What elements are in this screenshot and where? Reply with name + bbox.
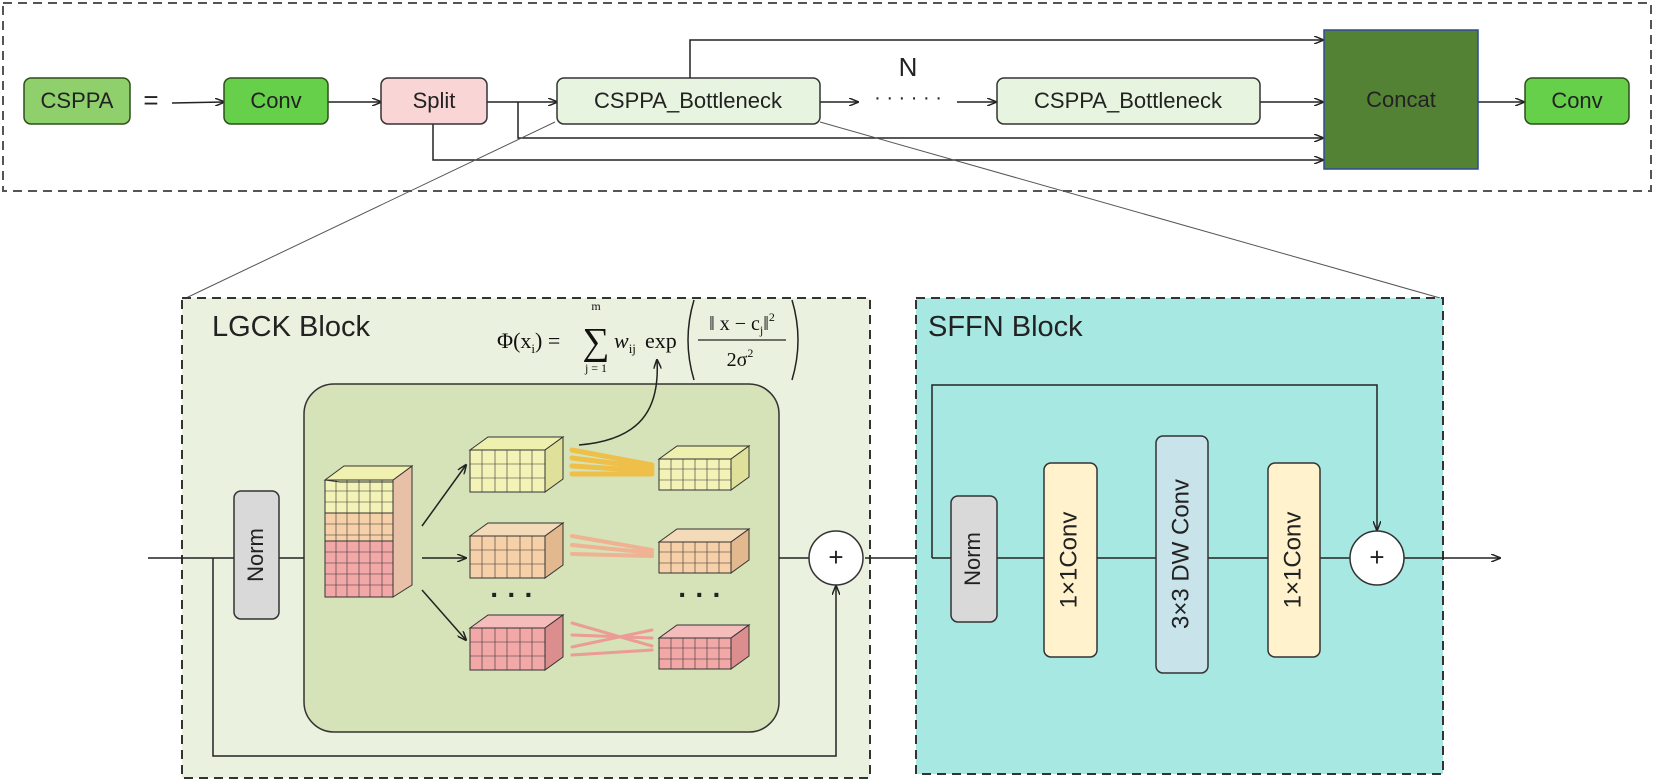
sffn-block-title: SFFN Block <box>928 311 1083 343</box>
kernel-to-formula-arrow <box>578 360 657 446</box>
branch-cube-top-left <box>468 436 565 493</box>
split-box <box>380 77 488 125</box>
formula-sum-top: m <box>591 299 601 313</box>
dwconv-box <box>1155 435 1209 674</box>
formula-weight: wij <box>614 328 636 356</box>
arrow-equals-to-conv <box>171 102 224 103</box>
formula-numerator: ‖ x − cj‖2 <box>709 310 775 337</box>
lgck-connectors <box>148 360 945 757</box>
dwconv-text: 3×3 DW Conv <box>1167 479 1194 629</box>
conv-in-box <box>223 77 329 125</box>
formula-paren-left <box>687 299 695 381</box>
sffn-norm-node: Norm <box>950 495 998 623</box>
cube-top-cap <box>323 465 414 481</box>
cspa-label-node: CSPPA <box>23 77 131 125</box>
sffn-residual-path <box>931 384 1377 558</box>
lgck-add-symbol: + <box>828 542 843 572</box>
concat-text: Concat <box>1366 87 1436 112</box>
cube-to-top-arrow <box>421 465 466 527</box>
sffn-norm-text: Norm <box>960 532 985 586</box>
conv-out-box <box>1524 77 1630 125</box>
bottleneck-first-text: CSPPA_Bottleneck <box>594 88 783 113</box>
sffn-add-node: + <box>1349 530 1405 586</box>
branch-cube-bottom-left <box>468 614 565 671</box>
concat-box <box>1323 29 1479 170</box>
conv1x1-first-text: 1×1Conv <box>1055 512 1082 609</box>
bottleneck-last-text: CSPPA_Bottleneck <box>1034 88 1223 113</box>
branch-cube-middle-left <box>468 522 565 579</box>
formula-exp: exp <box>645 328 677 353</box>
concat-node: Concat <box>1323 29 1479 170</box>
formula-sum-symbol: ∑ <box>582 321 609 363</box>
branch-cube-middle-right <box>657 528 751 574</box>
bottleneck-first-box <box>556 77 821 125</box>
lgck-block-title: LGCK Block <box>212 311 370 343</box>
ellipsis-right: · · · <box>678 579 722 610</box>
repeat-n-label: N <box>899 52 918 82</box>
dwconv-node: 3×3 DW Conv <box>1155 435 1209 674</box>
sffn-norm-box <box>950 495 998 623</box>
top-row-connectors <box>171 40 1524 160</box>
cube-to-bottom-arrow <box>421 589 466 640</box>
skip-split-to-concat <box>432 123 1323 160</box>
skip-bottleneck-to-concat <box>689 40 1323 80</box>
conv-in-node: Conv <box>223 77 329 125</box>
cube-grid <box>325 480 393 597</box>
formula-sum-bottom: j = 1 <box>584 361 607 375</box>
conv-out-node: Conv <box>1524 77 1630 125</box>
cspa-label-text: CSPPA <box>41 88 114 113</box>
branch-cube-top-right <box>657 445 751 491</box>
cspa-label-box <box>23 77 131 125</box>
lgck-norm-box <box>233 490 280 620</box>
conv1x1-first-node: 1×1Conv <box>1043 462 1098 658</box>
split-text: Split <box>413 88 456 113</box>
bottleneck-last-box <box>996 77 1261 125</box>
sffn-add-symbol: + <box>1369 542 1384 572</box>
branch-cube-bottom-right <box>657 624 751 670</box>
repeat-dots: · · · · · · <box>874 87 942 109</box>
skip-split-branch-to-concat <box>517 102 1323 138</box>
conv-in-text: Conv <box>250 88 301 113</box>
cspa-overview-frame <box>2 2 1652 192</box>
formula-paren-right <box>791 299 799 381</box>
bottleneck-last-node: CSPPA_Bottleneck <box>996 77 1261 125</box>
bottleneck-first-node: CSPPA_Bottleneck <box>556 77 821 125</box>
lgck-add-circle <box>808 530 864 586</box>
lgck-residual-path <box>212 558 836 757</box>
ellipsis-left: · · · <box>490 579 534 610</box>
zoom-guide-left <box>185 121 556 299</box>
lgck-norm-text: Norm <box>243 528 268 582</box>
cube-side-face <box>392 465 413 598</box>
conv1x1-second-text: 1×1Conv <box>1279 512 1306 609</box>
sffn-add-circle <box>1349 530 1405 586</box>
split-node: Split <box>380 77 488 125</box>
equals-sign: = <box>143 85 158 115</box>
conv-out-text: Conv <box>1551 88 1602 113</box>
conv1x1-second-box <box>1267 462 1321 658</box>
lgck-add-node: + <box>808 530 864 586</box>
zoom-guide-right <box>819 121 1441 299</box>
formula-denominator: 2σ2 <box>727 346 754 371</box>
lgck-norm-node: Norm <box>233 490 280 620</box>
conv1x1-second-node: 1×1Conv <box>1267 462 1321 658</box>
sffn-connectors <box>931 384 1500 558</box>
input-feature-cube <box>323 465 414 598</box>
formula-lhs: Φ(xi) = <box>497 328 560 356</box>
kernel-streaks <box>569 447 655 657</box>
conv1x1-first-box <box>1043 462 1098 658</box>
rbf-formula: Φ(xi) = m ∑ j = 1 wij exp ‖ x − cj‖2 2σ2 <box>497 299 799 381</box>
